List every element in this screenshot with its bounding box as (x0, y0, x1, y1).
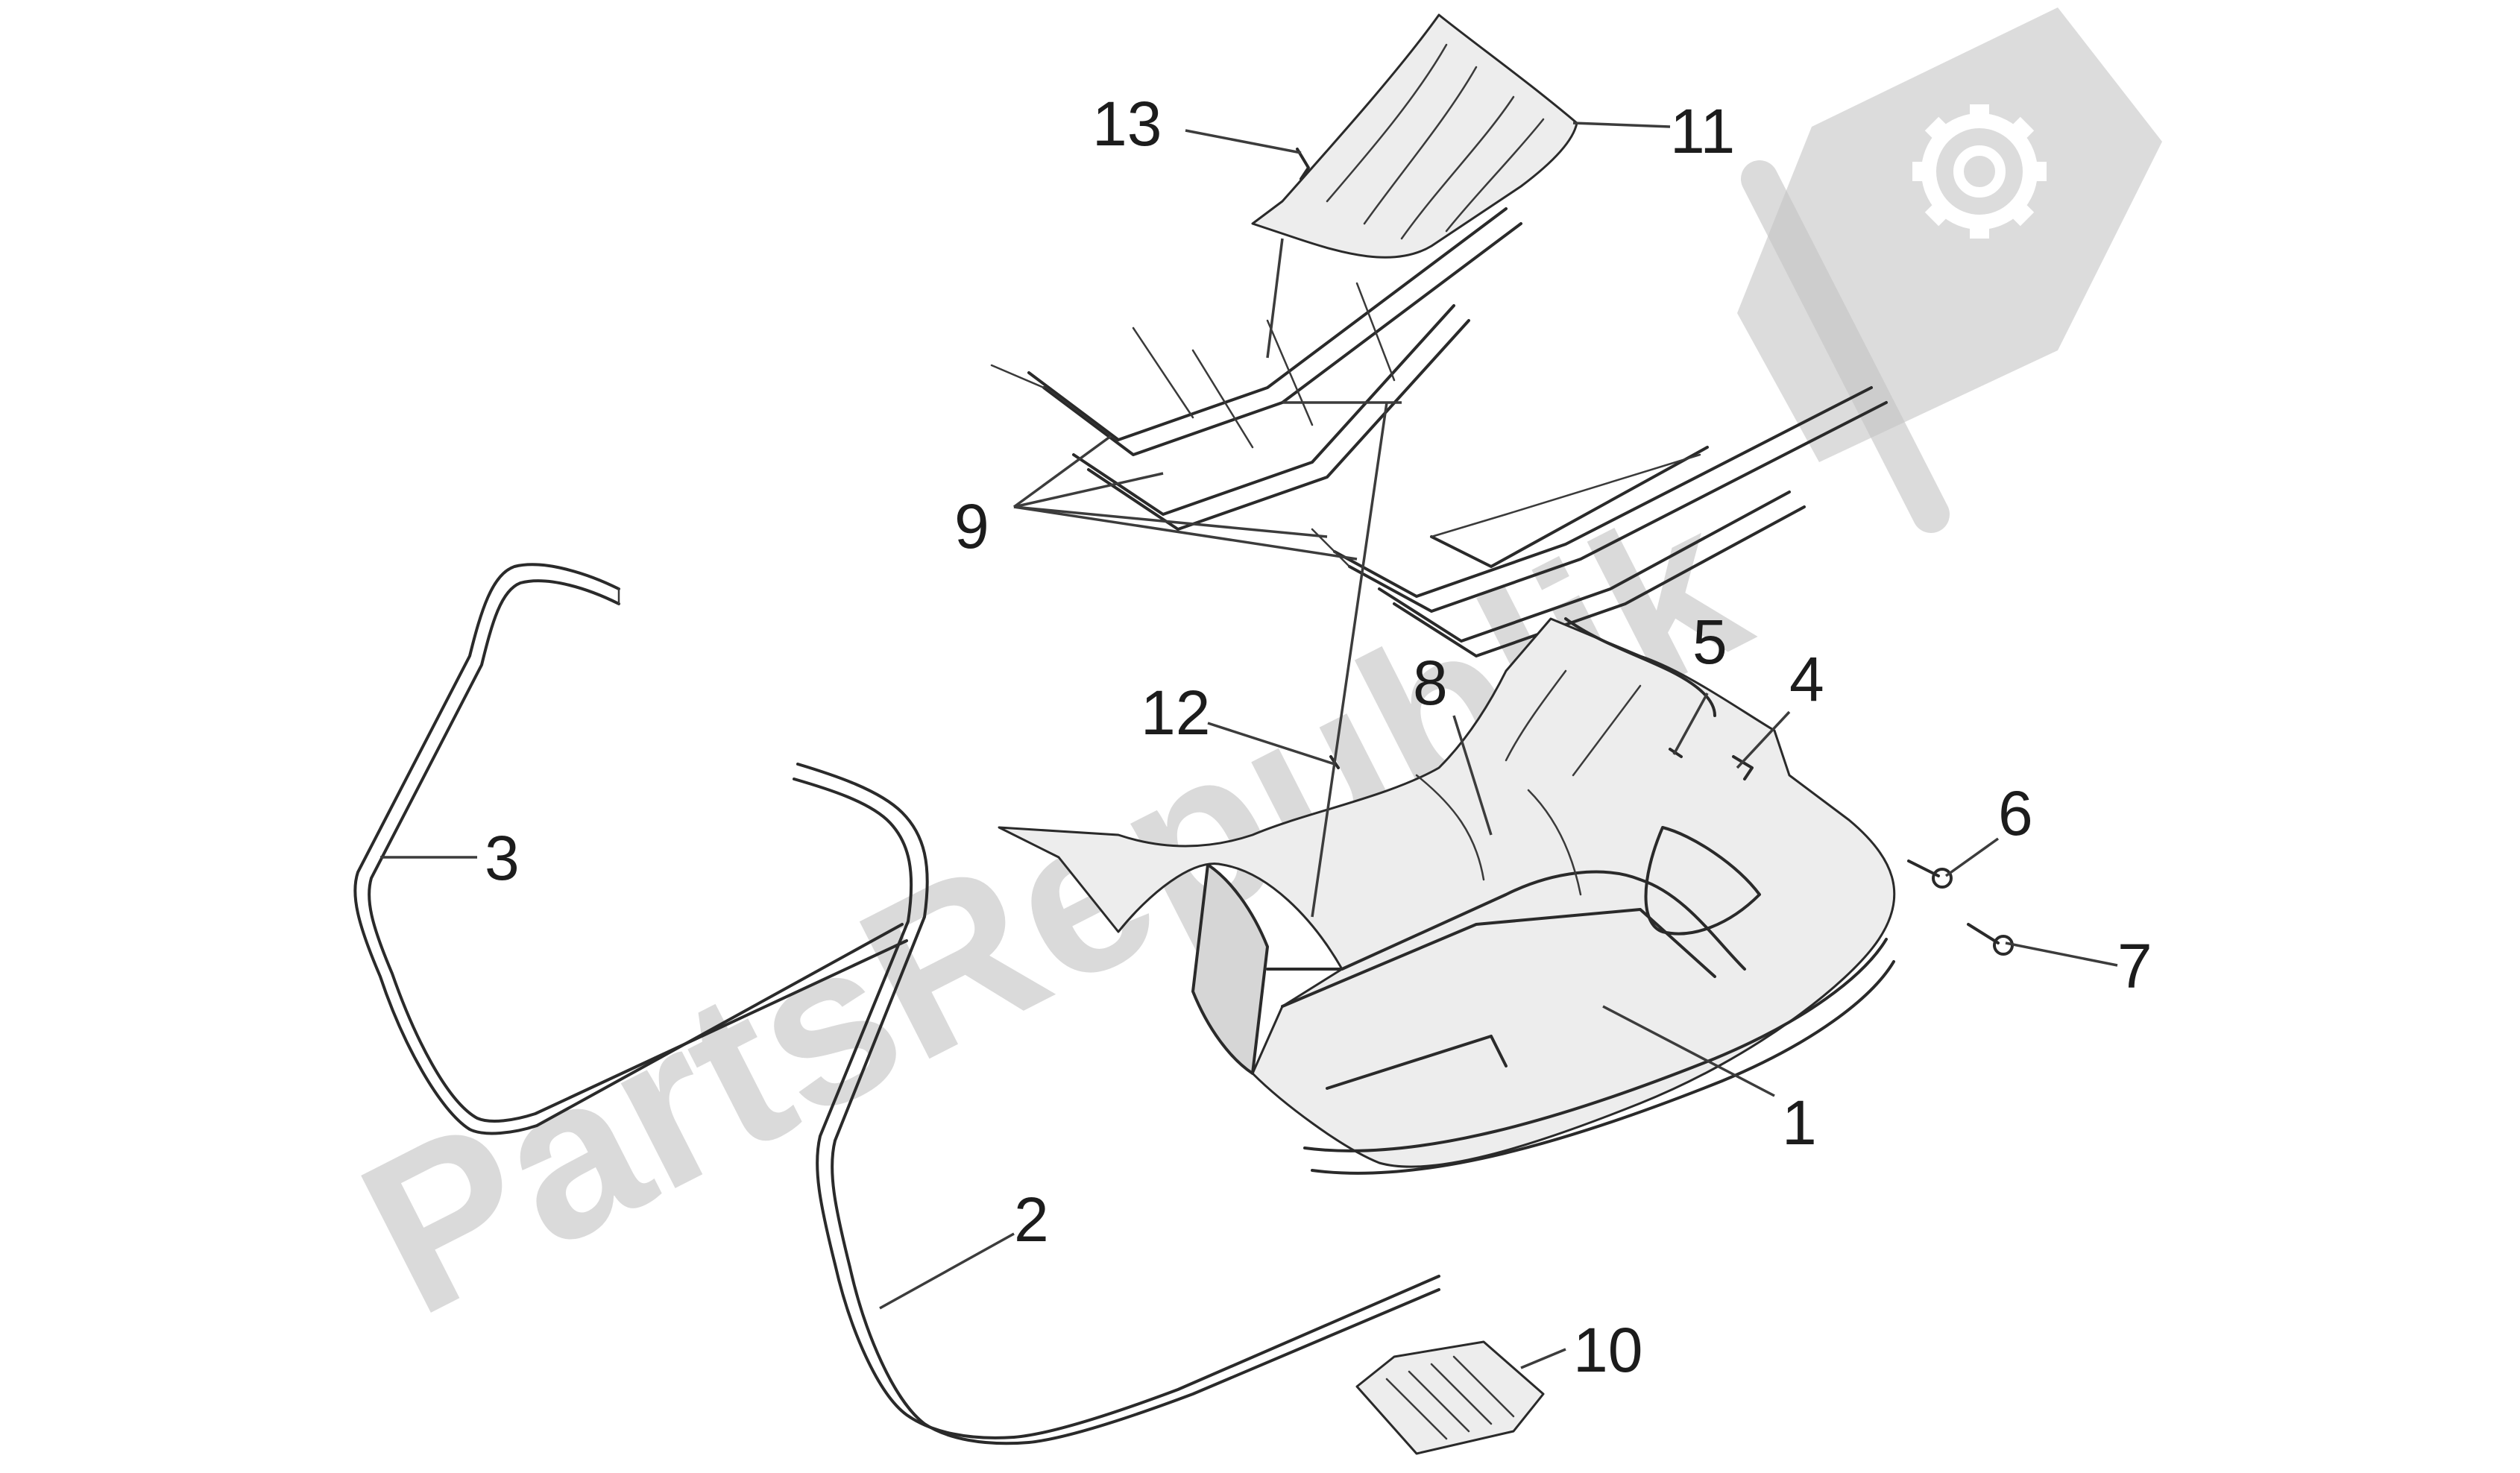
callout-4: 4 (1789, 644, 1824, 714)
callout-9: 9 (954, 491, 989, 561)
watermark-logo (1737, 7, 2162, 533)
part-2-edge-trim (793, 763, 1440, 1445)
part-3-seal-strip (353, 563, 908, 1135)
callout-10: 10 (1573, 1315, 1642, 1385)
part-7-screw (1967, 923, 2014, 956)
leader-1 (1602, 1005, 1775, 1097)
callout-5: 5 (1692, 607, 1727, 677)
part-9-rail-left (990, 207, 1522, 531)
callout-1: 1 (1782, 1088, 1817, 1158)
callouts: 1 2 3 4 5 6 7 8 9 10 11 12 13 (485, 89, 2152, 1385)
leader-7 (2005, 941, 2118, 967)
leader-2 (879, 1232, 1015, 1310)
callout-11: 11 (1670, 96, 1735, 166)
leader-9d (1013, 505, 1358, 561)
leader-9b (1013, 472, 1164, 508)
part-11-shield (1251, 13, 1578, 259)
leader-6 (1944, 837, 2000, 877)
leader-12b (1311, 402, 1388, 918)
watermark: PartsRepublik (326, 7, 2162, 1363)
part-10-footrest-mat (1355, 1340, 1545, 1455)
callout-7: 7 (2117, 931, 2152, 1001)
leader-11b (1266, 238, 1284, 359)
leader-4 (1736, 710, 1791, 769)
leader-13 (1185, 129, 1302, 154)
leader-10 (1520, 1348, 1566, 1369)
leader-5 (1672, 693, 1709, 755)
leader-12 (1207, 722, 1335, 766)
part-4-bracket (1732, 755, 1754, 780)
callout-12: 12 (1141, 678, 1210, 748)
callout-2: 2 (1014, 1185, 1049, 1255)
part-6-screw (1907, 859, 1953, 889)
callout-8: 8 (1413, 648, 1448, 718)
callout-3: 3 (485, 823, 520, 893)
leader-9a (1012, 435, 1112, 508)
leader-9c (1013, 505, 1328, 538)
callout-13: 13 (1092, 89, 1162, 159)
leader-8 (1452, 715, 1493, 836)
leader-lines (380, 122, 2118, 1369)
leader-11 (1572, 122, 1671, 128)
gear-icon (1912, 104, 2047, 239)
part-1-footboard (998, 617, 1896, 1175)
part-13-clip (1296, 148, 1310, 180)
callout-6: 6 (1998, 778, 2033, 848)
